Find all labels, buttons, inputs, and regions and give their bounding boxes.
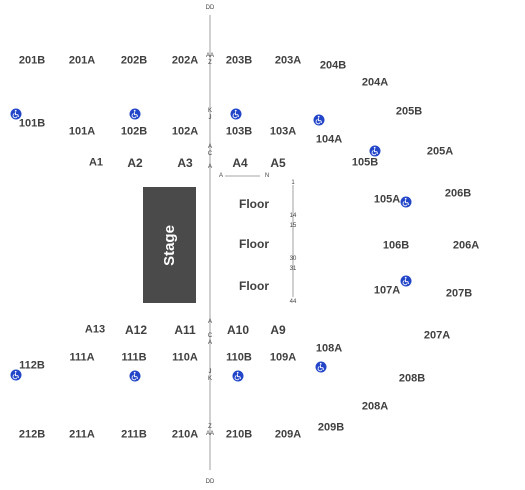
section-a10[interactable]: A10 [226, 323, 250, 337]
section-a11[interactable]: A11 [174, 323, 196, 337]
row-label: K [207, 376, 213, 382]
wheelchair-icon [129, 108, 141, 120]
section-107a[interactable]: 107A [373, 284, 401, 297]
seat-label: 44 [289, 299, 297, 305]
floor-section-3[interactable]: Floor [239, 279, 269, 293]
section-a1[interactable]: A1 [88, 156, 104, 169]
row-label: N [264, 173, 270, 179]
wheelchair-icon [400, 275, 412, 287]
row-label: C [207, 151, 213, 157]
row-label: A [218, 173, 224, 179]
section-109a[interactable]: 109A [269, 351, 297, 364]
section-112b[interactable]: 112B [19, 359, 45, 372]
row-label: A [207, 144, 213, 150]
section-210b[interactable]: 210B [225, 428, 253, 441]
section-204a[interactable]: 204A [361, 76, 389, 89]
section-102b[interactable]: 102B [120, 125, 148, 138]
section-208b[interactable]: 208B [398, 372, 426, 385]
wheelchair-icon [230, 108, 242, 120]
row-label: Z [208, 424, 212, 430]
wheelchair-icon [232, 370, 244, 382]
row-label: Z [208, 60, 212, 66]
row-label: AA [205, 53, 215, 59]
section-207b[interactable]: 207B [445, 287, 473, 300]
section-105a[interactable]: 105A [373, 193, 401, 206]
wheelchair-icon [313, 114, 325, 126]
section-111a[interactable]: 111A [69, 351, 95, 364]
stage-label-wrap: Stage [143, 187, 196, 303]
stage[interactable] [143, 187, 196, 303]
section-110b[interactable]: 110B [226, 351, 252, 364]
section-201a[interactable]: 201A [68, 54, 96, 67]
section-212b[interactable]: 212B [18, 428, 46, 441]
section-211a[interactable]: 211A [69, 428, 95, 441]
section-206a[interactable]: 206A [452, 239, 480, 252]
floor-section-1[interactable]: Floor [239, 197, 269, 211]
wheelchair-icon [315, 361, 327, 373]
row-label: A [207, 164, 213, 170]
row-label: J [208, 369, 212, 375]
seat-label: 1 [291, 180, 295, 186]
section-203b[interactable]: 203B [225, 54, 253, 67]
section-209a[interactable]: 209A [274, 428, 302, 441]
section-108a[interactable]: 108A [315, 342, 343, 355]
section-105b[interactable]: 105B [351, 156, 379, 169]
section-207a[interactable]: 207A [423, 329, 451, 342]
wheelchair-icon [129, 370, 141, 382]
section-a4[interactable]: A4 [232, 156, 248, 170]
wheelchair-icon [10, 108, 22, 120]
section-210a[interactable]: 210A [171, 428, 199, 441]
section-206b[interactable]: 206B [444, 187, 472, 200]
section-103b[interactable]: 103B [225, 125, 253, 138]
seat-label: 15 [289, 223, 297, 229]
section-103a[interactable]: 103A [269, 125, 297, 138]
section-203a[interactable]: 203A [274, 54, 302, 67]
section-201b[interactable]: 201B [18, 54, 46, 67]
section-111b[interactable]: 111B [121, 351, 147, 364]
seat-label: 14 [289, 213, 297, 219]
floor-section-2[interactable]: Floor [239, 237, 269, 251]
section-106b[interactable]: 106B [382, 239, 410, 252]
row-label: DD [205, 5, 215, 11]
section-a5[interactable]: A5 [270, 156, 286, 170]
section-101b[interactable]: 101B [18, 117, 46, 130]
section-209b[interactable]: 209B [317, 421, 345, 434]
row-label: C [207, 333, 213, 339]
row-label: K [207, 108, 213, 114]
section-a13[interactable]: A13 [84, 323, 106, 336]
section-a9[interactable]: A9 [270, 323, 286, 337]
section-a2[interactable]: A2 [127, 156, 143, 170]
section-202a[interactable]: 202A [171, 54, 199, 67]
row-label: J [208, 115, 212, 121]
wheelchair-icon [10, 369, 22, 381]
row-label: AA [205, 431, 215, 437]
row-label: A [207, 319, 213, 325]
row-label: DD [205, 479, 215, 485]
wheelchair-icon [400, 196, 412, 208]
section-208a[interactable]: 208A [361, 400, 389, 413]
seat-label: 31 [289, 266, 297, 272]
section-211b[interactable]: 211B [121, 428, 147, 441]
section-202b[interactable]: 202B [120, 54, 148, 67]
section-a3[interactable]: A3 [177, 156, 193, 170]
section-101a[interactable]: 101A [68, 125, 96, 138]
section-104a[interactable]: 104A [315, 133, 343, 146]
stage-label: Stage [160, 224, 178, 266]
section-a12[interactable]: A12 [124, 323, 148, 337]
section-205a[interactable]: 205A [426, 145, 454, 158]
row-label: A [207, 340, 213, 346]
section-204b[interactable]: 204B [319, 59, 347, 72]
seat-label: 30 [289, 256, 297, 262]
wheelchair-icon [369, 145, 381, 157]
section-102a[interactable]: 102A [171, 125, 199, 138]
section-205b[interactable]: 205B [395, 105, 423, 118]
section-110a[interactable]: 110A [172, 351, 198, 364]
